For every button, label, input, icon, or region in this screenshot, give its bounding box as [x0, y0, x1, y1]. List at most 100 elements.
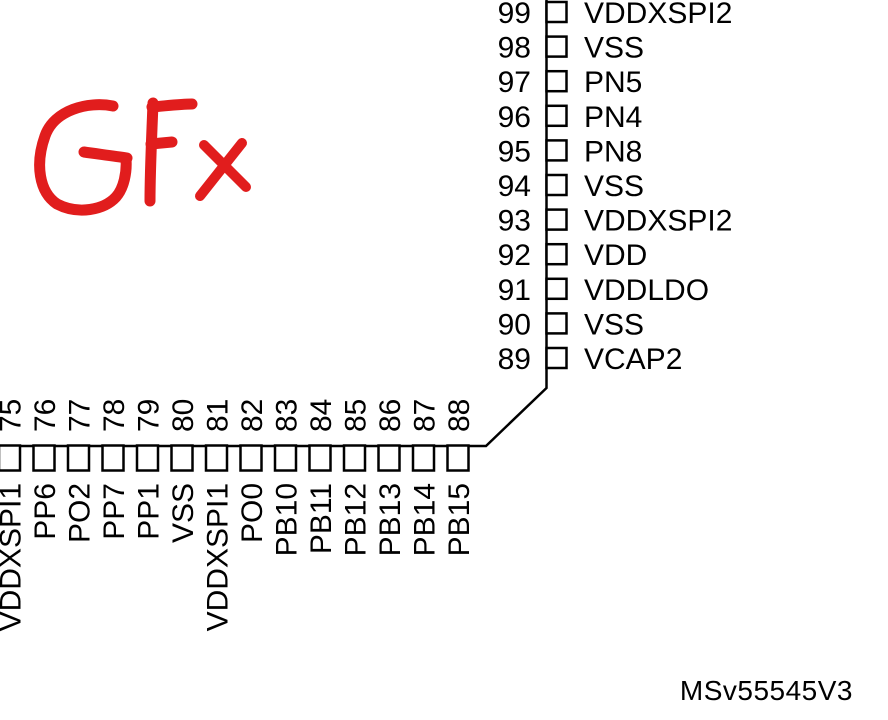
pin-label: PN5: [584, 66, 642, 99]
bottom-pin-column: 76 PP6: [29, 399, 62, 540]
pin-square: [342, 444, 367, 472]
pin-square: [32, 444, 56, 472]
bottom-pin-column: 83 PB10: [271, 399, 304, 557]
pin-number: 79: [133, 399, 166, 432]
right-pin-row: 98 VSS: [498, 32, 644, 65]
pin-number: 99: [498, 0, 531, 30]
pin-square: [545, 69, 568, 93]
pin-square: [545, 346, 568, 370]
pin-square: [446, 444, 470, 472]
pin-square: [170, 444, 194, 472]
right-pin-row: 95 PN8: [498, 135, 643, 168]
pin-square: [135, 444, 160, 472]
bottom-pin-column: 85 PB12: [340, 399, 373, 557]
right-pin-row: 96 PN4: [498, 101, 643, 134]
bottom-pin-column: 81 VDDXSPI1: [202, 399, 235, 632]
pin-number: 85: [340, 399, 373, 432]
pin-number: 92: [498, 239, 531, 272]
pin-square: [66, 444, 91, 472]
figure-reference: MSv55545V3: [680, 675, 853, 706]
annotation-stroke-f-stem: [144, 97, 159, 207]
pin-label: PB13: [374, 483, 407, 556]
pin-number: 84: [305, 399, 338, 432]
pin-label: VSS: [584, 32, 644, 65]
pin-number: 83: [271, 399, 304, 432]
right-pin-row: 89 VCAP2: [498, 343, 683, 376]
pin-label: PP1: [133, 483, 166, 540]
pin-square: [101, 444, 125, 472]
pin-number: 77: [64, 399, 97, 432]
pin-label: PB15: [443, 483, 476, 556]
bottom-pin-column: 84 PB11: [305, 399, 338, 555]
pin-number: 90: [498, 308, 531, 341]
pin-label: VSS: [584, 170, 644, 203]
pin-square: [204, 444, 229, 472]
annotation-stroke-f-top: [146, 98, 198, 113]
pin-square: [0, 444, 22, 472]
bottom-pin-column: 88 PB15: [443, 399, 476, 557]
pin-number: 95: [498, 135, 531, 168]
pin-square: [545, 208, 568, 231]
chip-outline: [0, 0, 548, 448]
pin-number: 86: [374, 399, 407, 432]
right-pin-row: 91 VDDLDO: [498, 274, 709, 307]
pin-square: [545, 0, 568, 24]
bottom-pin-column: 77 PO2: [64, 399, 97, 543]
pin-number: 93: [498, 205, 531, 238]
pin-label: VSS: [167, 483, 200, 543]
pin-label: VDD: [584, 239, 647, 272]
handwritten-annotation-gfx: [34, 97, 251, 216]
bottom-pin-column: 82 PO0: [236, 399, 269, 543]
pin-square: [545, 277, 568, 301]
pin-number: 94: [498, 170, 531, 203]
annotation-stroke-g: [34, 99, 132, 216]
pin-label: VCAP2: [584, 343, 682, 376]
pin-number: 81: [202, 399, 235, 432]
pin-square: [545, 35, 568, 58]
pin-number: 80: [167, 399, 200, 432]
bottom-pin-column: 80 VSS: [167, 399, 200, 543]
pin-number: 87: [409, 399, 442, 432]
pin-label: PB12: [340, 483, 373, 556]
pin-label: PO0: [236, 483, 269, 543]
pin-square: [545, 242, 568, 266]
pin-label: PP7: [98, 483, 131, 540]
bottom-pin-column: 87 PB14: [409, 399, 442, 557]
bottom-pin-column: 79 PP1: [133, 399, 166, 540]
pin-label: VDDXSPI1: [0, 483, 28, 631]
pin-label: PN4: [584, 101, 642, 134]
pin-number: 88: [443, 399, 476, 432]
pin-label: PB11: [305, 483, 338, 554]
pin-number: 96: [498, 101, 531, 134]
pin-square: [239, 444, 263, 472]
pin-number: 75: [0, 399, 28, 432]
pin-number: 98: [498, 32, 531, 65]
pin-label: PO2: [64, 483, 97, 543]
pin-label: PP6: [29, 483, 62, 540]
right-pin-row: 92 VDD: [498, 239, 648, 272]
pin-number: 97: [498, 66, 531, 99]
pin-square: [411, 444, 436, 472]
bottom-pin-column: 75 VDDXSPI1: [0, 399, 28, 631]
pin-label: PB10: [271, 483, 304, 556]
pin-label: PB14: [409, 483, 442, 556]
right-pin-row: 97 PN5: [498, 66, 643, 99]
annotation-stroke-x2: [195, 138, 247, 201]
pin-label: VSS: [584, 308, 644, 341]
annotation-stroke-f-mid: [145, 136, 178, 150]
bottom-pin-column: 86 PB13: [374, 399, 407, 557]
right-pin-row: 90 VSS: [498, 308, 644, 341]
pin-label: PN8: [584, 135, 642, 168]
pin-square: [377, 444, 401, 472]
bottom-pin-column: 78 PP7: [98, 399, 131, 540]
pin-label: VDDLDO: [584, 274, 709, 307]
pin-square: [545, 173, 568, 197]
pin-number: 91: [498, 274, 531, 307]
right-pin-row: 94 VSS: [498, 170, 644, 203]
pin-square: [308, 444, 332, 472]
right-pin-row: 99 VDDXSPI2: [498, 0, 733, 30]
pin-number: 89: [498, 343, 531, 376]
pin-number: 78: [98, 399, 131, 432]
pin-label: VDDXSPI2: [584, 0, 732, 30]
